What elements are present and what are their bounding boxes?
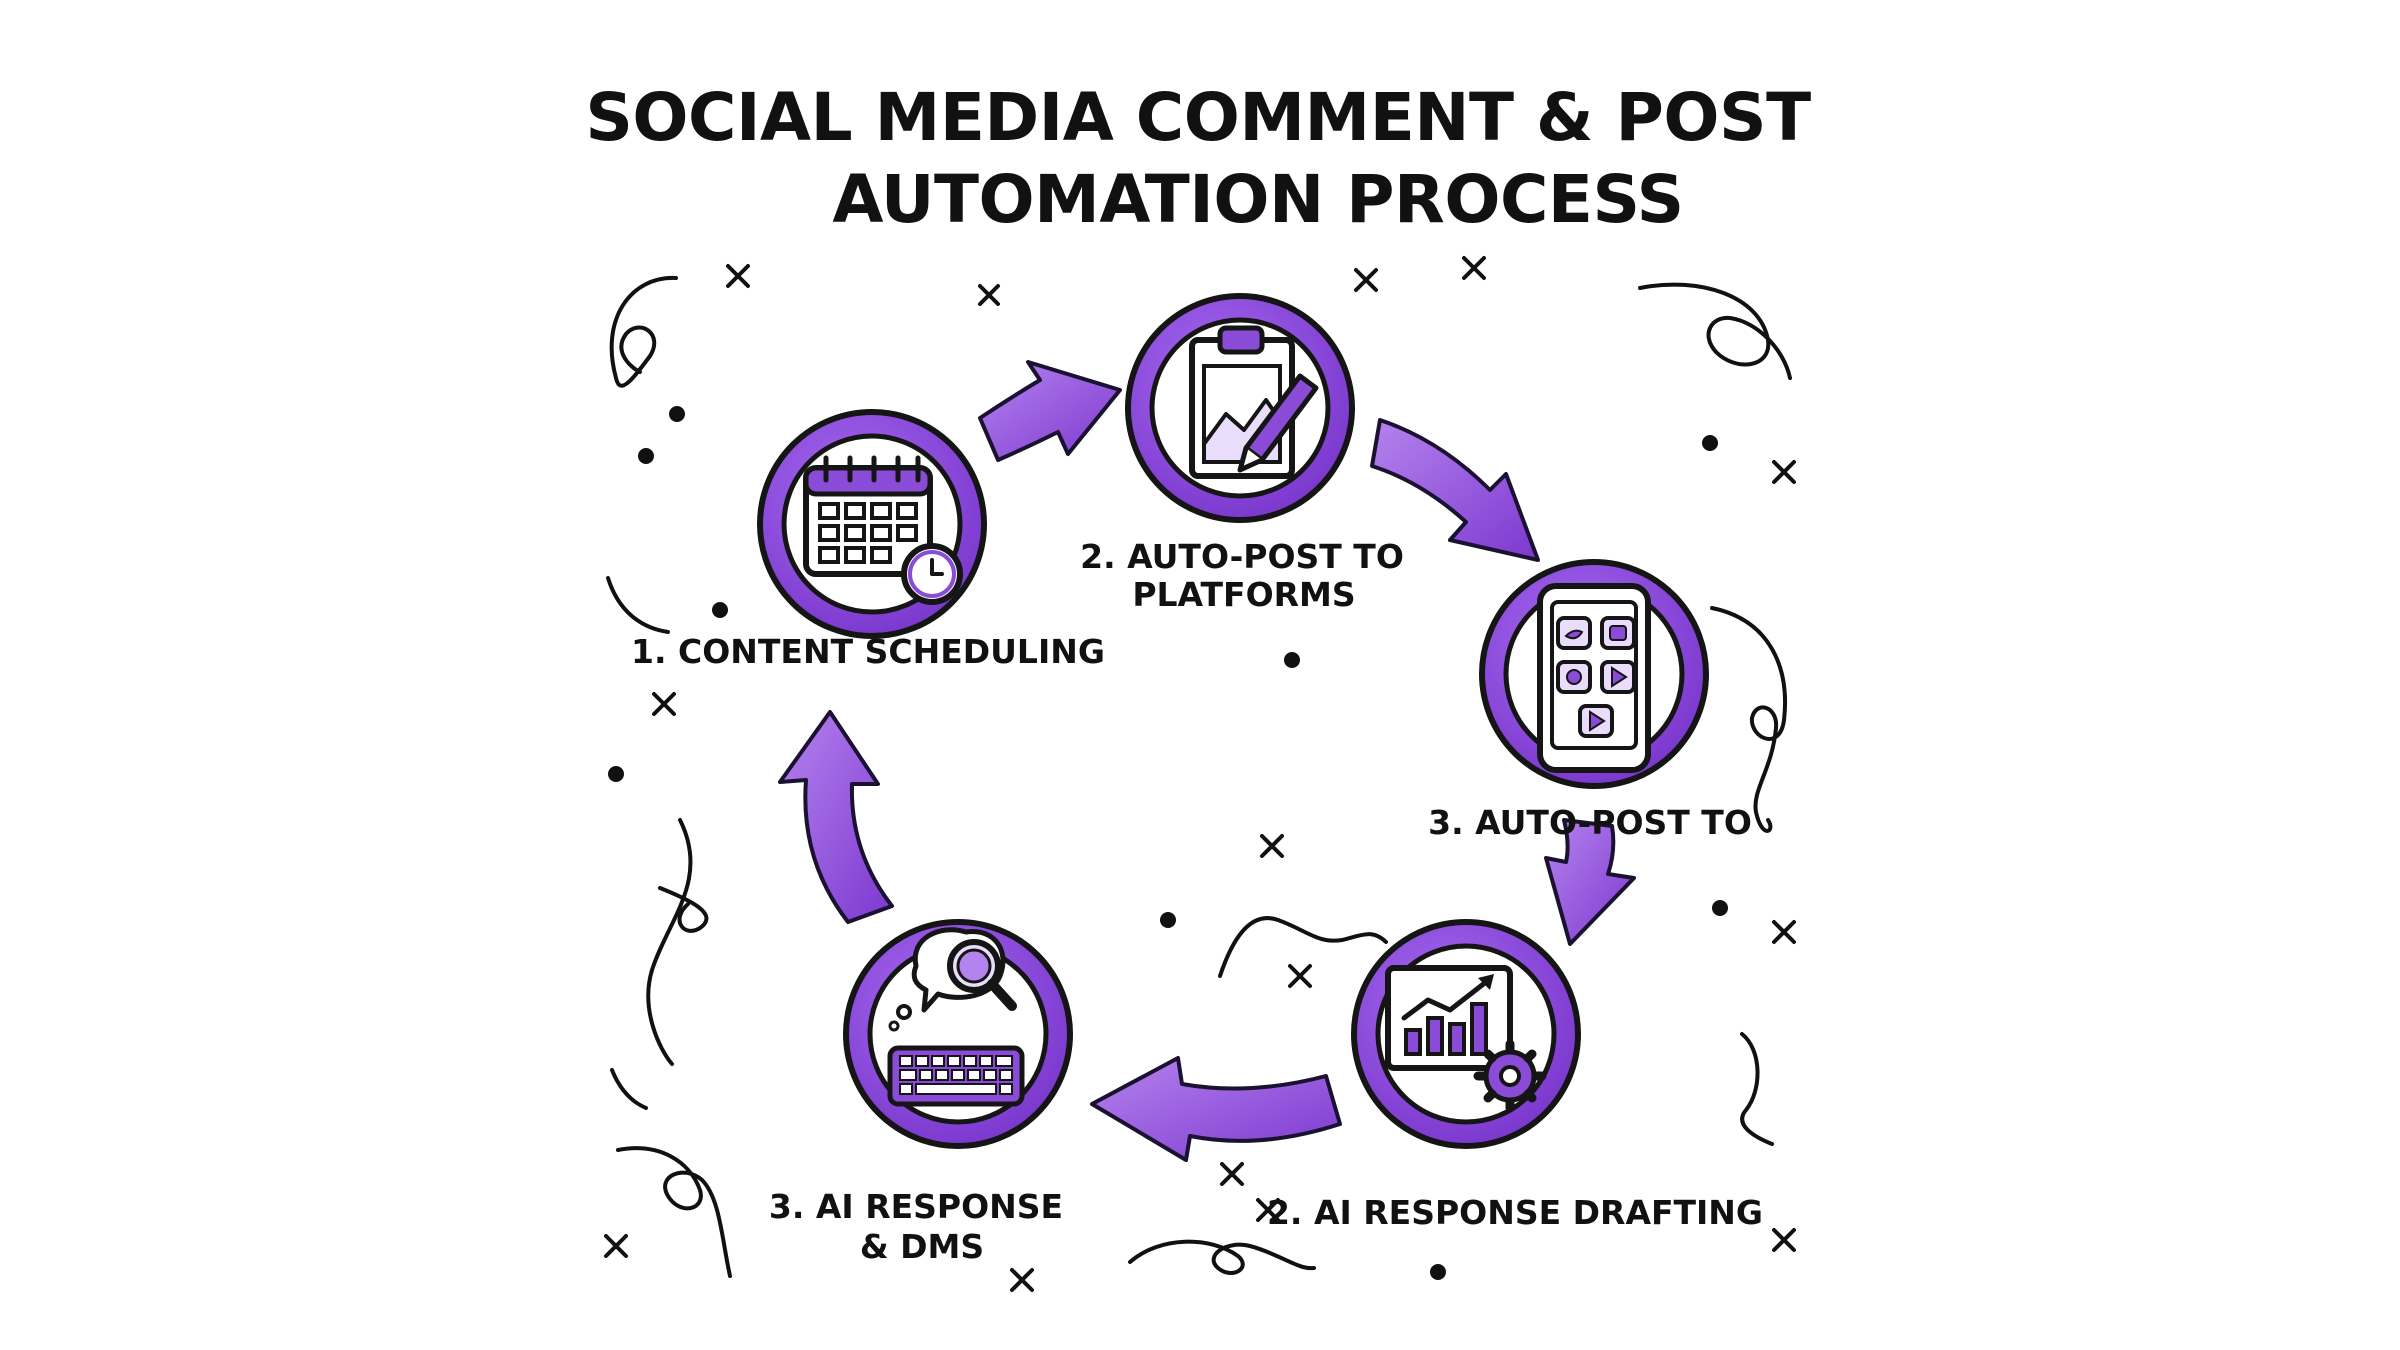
dot-marks: [608, 406, 1728, 1280]
step-node-ai-response-drafting: 2. AI RESPONSE DRAFTING: [1267, 919, 1763, 1232]
arrow-step2-to-step3: [1370, 418, 1540, 562]
step-label-line: 3. AUTO-POST TO: [1428, 803, 1752, 842]
step-label-line: PLATFORMS: [1132, 575, 1355, 614]
curl-squiggles: [606, 275, 1792, 1278]
step-node-auto-post-phone: 3. AUTO-POST TO: [1428, 559, 1752, 842]
title-line-1: SOCIAL MEDIA COMMENT & POST: [585, 79, 1811, 156]
decorative-doodles: [604, 256, 1796, 1292]
analytics-gear-icon: [1385, 965, 1547, 1113]
phone-apps-icon: [1537, 583, 1651, 773]
diagram-title: SOCIAL MEDIA COMMENT & POST AUTOMATION P…: [585, 79, 1811, 238]
step-label-line: 3. AI RESPONSE: [769, 1187, 1063, 1226]
gear-icon: [1473, 1039, 1547, 1113]
title-line-2: AUTOMATION PROCESS: [832, 161, 1683, 238]
calendar-clock-icon: [803, 455, 963, 605]
cycle-arrows: [778, 360, 1636, 1162]
step-node-content-scheduling: 1. CONTENT SCHEDULING: [631, 409, 1105, 671]
step-node-ai-response-dms: 3. AI RESPONSE & DMS: [769, 919, 1073, 1266]
arrow-step5-to-step1: [778, 710, 894, 924]
step-label-line: 1. CONTENT SCHEDULING: [631, 632, 1105, 671]
cross-marks: [604, 256, 1796, 1292]
clipboard-pen-icon: [1189, 325, 1319, 479]
step-label-line: 2. AUTO-POST TO: [1080, 537, 1404, 576]
arrow-step1-to-step2: [978, 360, 1122, 462]
keyboard-search-icon: [887, 927, 1025, 1107]
arrow-step4-to-step5: [1090, 1056, 1342, 1162]
arrow-step3-to-step4: [1544, 818, 1636, 946]
step-label-line: 2. AI RESPONSE DRAFTING: [1267, 1193, 1763, 1232]
step-label-line: & DMS: [860, 1227, 984, 1266]
step-node-auto-post-platforms: 2. AUTO-POST TO PLATFORMS: [1080, 293, 1404, 614]
